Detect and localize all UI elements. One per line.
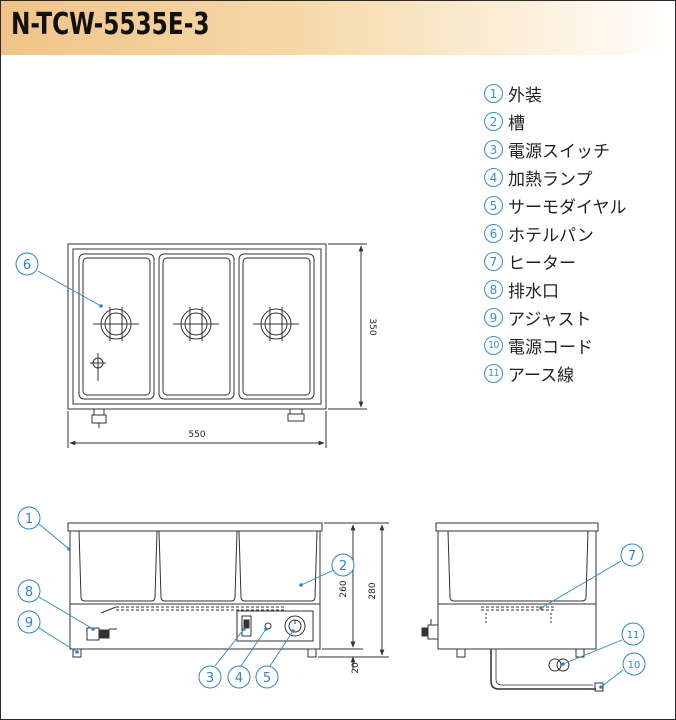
callout-8: 8 (25, 585, 33, 600)
front-foot-right (307, 648, 317, 658)
front-view-lower-body (69, 603, 321, 650)
front-view-upper-body (69, 530, 321, 605)
side-view (421, 522, 604, 692)
callout-dots (67, 304, 603, 689)
legend-number: 10 (484, 335, 503, 355)
legend-label: 電源コード (508, 337, 593, 358)
earth-wire (548, 658, 562, 672)
callout-1: 1 (25, 512, 33, 527)
legend-label: 外装 (508, 85, 542, 106)
thermo-dial (284, 615, 306, 637)
title-bar: N-TCW-5535E-3 (1, 1, 675, 55)
callout-11: 11 (627, 630, 640, 641)
callout-7: 7 (628, 549, 636, 564)
top-view-drain (90, 353, 106, 381)
top-view-pan-1 (78, 253, 155, 400)
pan-knob-3 (253, 307, 299, 341)
legend-number: 1 (484, 83, 503, 103)
dim-depth-label: 350 (367, 318, 377, 335)
legend-label: アジャスト (508, 309, 592, 330)
legend-label: ヒーター (508, 253, 576, 274)
callout-circles (15, 252, 646, 689)
heat-lamp (264, 622, 272, 630)
dim-leg-height-label: 20 (351, 662, 361, 674)
legend-number: 3 (484, 139, 503, 159)
legend-label: 排水口 (508, 281, 559, 302)
front-view (67, 522, 389, 669)
callout-5: 5 (263, 671, 271, 686)
top-view (67, 243, 367, 448)
legend-label: ホテルパン (508, 225, 594, 246)
callout-leaders (37, 270, 624, 688)
front-view-top-rim (67, 522, 323, 532)
legend-number: 2 (484, 111, 503, 131)
legend-number: 5 (484, 195, 503, 215)
callout-10: 10 (628, 660, 641, 671)
power-plug (594, 682, 604, 692)
legend-label: 加熱ランプ (508, 169, 593, 190)
legend-number: 9 (484, 307, 503, 327)
pan-knob-2 (173, 307, 219, 341)
dim-total-height-label: 280 (368, 582, 378, 599)
top-view-pan-2 (158, 253, 235, 400)
callout-6: 6 (23, 258, 31, 273)
dim-width (67, 411, 327, 448)
top-view-pan-3 (238, 253, 315, 400)
dim-depth (328, 243, 367, 410)
top-view-rim (72, 248, 322, 405)
power-cord (490, 649, 596, 690)
callout-9: 9 (25, 616, 33, 631)
top-view-drain-valve (91, 408, 107, 428)
callout-2: 2 (339, 559, 347, 574)
callout-3: 3 (206, 671, 214, 686)
pan-knob-1 (93, 307, 139, 341)
dim-width-label: 550 (188, 430, 205, 440)
legend-number: 7 (484, 251, 503, 271)
dim-body-height-label: 260 (339, 580, 349, 597)
legend-number: 4 (484, 167, 503, 187)
legend-label: 電源スイッチ (508, 141, 610, 162)
model-title: N-TCW-5535E-3 (11, 7, 210, 42)
legend-label: サーモダイヤル (508, 197, 627, 218)
legend-number: 11 (484, 363, 503, 383)
legend-number: 8 (484, 279, 503, 299)
top-view-foot (287, 408, 305, 422)
power-switch (241, 615, 252, 637)
callout-4: 4 (235, 671, 243, 686)
legend-label: 槽 (508, 113, 525, 134)
top-view-outer (67, 243, 327, 410)
front-foot-left (72, 648, 82, 658)
legend-label: アース線 (508, 365, 575, 386)
control-panel (236, 610, 314, 642)
legend-number: 6 (484, 223, 503, 243)
